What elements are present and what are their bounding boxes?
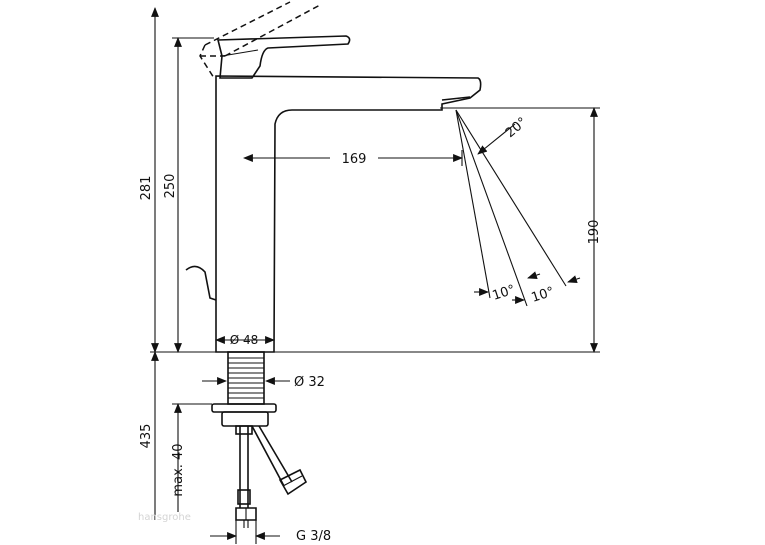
dim-250-label: 250	[163, 174, 178, 199]
dim-281-label: 281	[139, 176, 154, 201]
faucet-body	[215, 75, 482, 353]
dim-10deg-right-label: 10°	[530, 284, 557, 305]
dim-d48-label: Ø 48	[230, 333, 259, 347]
watermark: hansgrohe	[138, 512, 191, 523]
dim-spray-subangles: 10° 10°	[474, 271, 581, 306]
dim-body-diameter: Ø 48	[215, 333, 275, 347]
dim-spray-angle: 20°	[477, 115, 530, 155]
popup-rod	[185, 265, 217, 301]
dim-below-deck: 435	[139, 351, 159, 520]
supply-hoses	[235, 425, 308, 528]
dim-10deg-left-label: 10°	[491, 282, 518, 303]
dim-thread: G 3/8	[210, 520, 331, 544]
threaded-shank	[227, 351, 265, 405]
dim-169-label: 169	[342, 152, 367, 167]
fixing-nut	[211, 403, 277, 427]
dim-max-thickness: max. 40	[171, 403, 212, 512]
dim-190-label: 190	[587, 220, 602, 245]
dim-435-label: 435	[139, 424, 154, 449]
dim-shank-diameter: Ø 32	[202, 375, 325, 390]
lever-handle	[216, 35, 351, 79]
dim-spout-clearance: 190	[587, 107, 602, 353]
dim-spout-reach: 169	[243, 150, 463, 167]
handle-raised-dashed	[199, 1, 321, 79]
dim-total-height: 281	[139, 7, 159, 353]
spray-angle-lines	[440, 107, 600, 307]
dim-g38-label: G 3/8	[296, 529, 331, 544]
dim-spout-height: 250	[163, 37, 214, 353]
dim-max40-label: max. 40	[171, 443, 186, 496]
dim-20deg-label: 20°	[503, 115, 530, 141]
dim-d32-label: Ø 32	[294, 375, 325, 390]
